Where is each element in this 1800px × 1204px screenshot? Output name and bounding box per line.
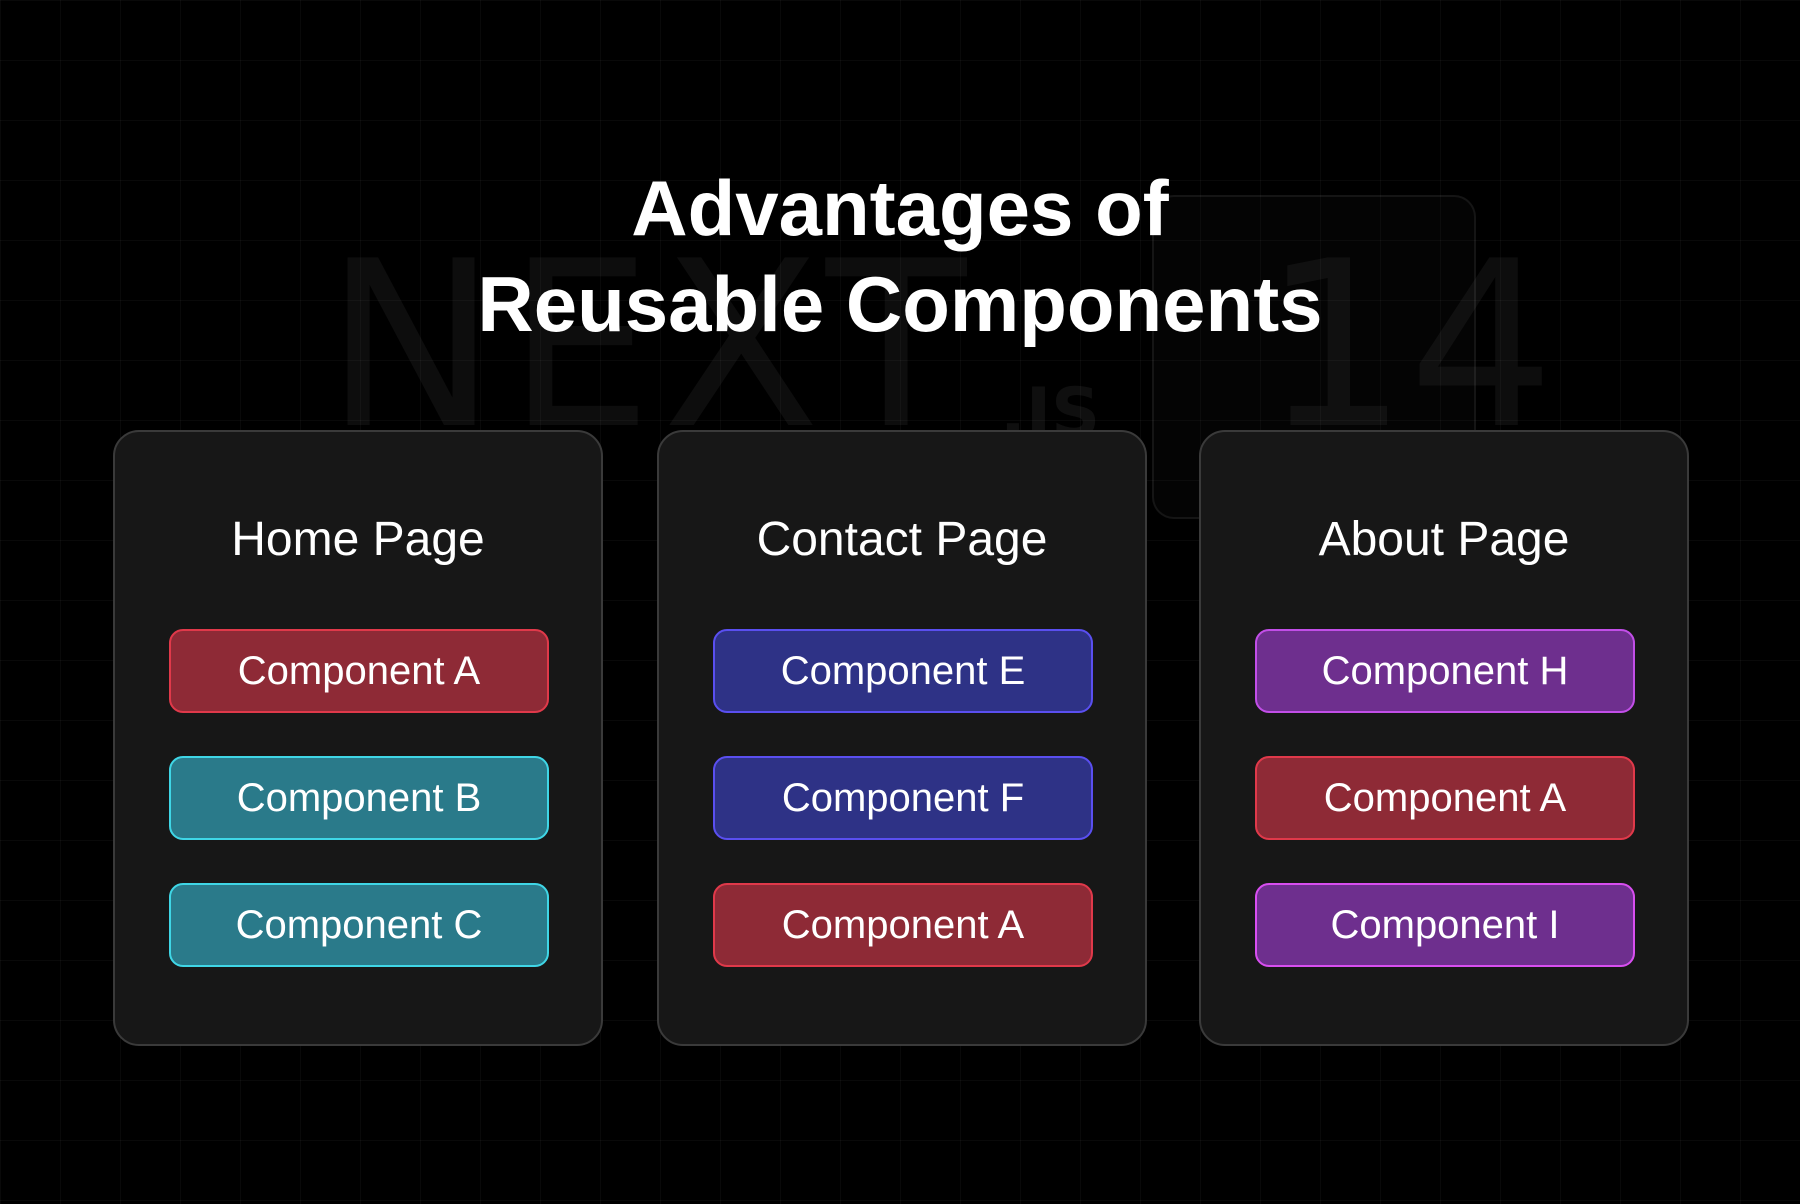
contact-page-card: Contact Page Component E Component F Com… <box>657 430 1147 1046</box>
component-c-block[interactable]: Component C <box>169 883 549 967</box>
component-f-block[interactable]: Component F <box>713 756 1093 840</box>
card-title: Contact Page <box>756 513 1048 566</box>
home-page-card: Home Page Component A Component B Compon… <box>113 430 603 1046</box>
about-page-card: About Page Component H Component A Compo… <box>1199 430 1689 1046</box>
component-b-block[interactable]: Component B <box>169 756 549 840</box>
card-title: Home Page <box>231 513 485 566</box>
component-a-block[interactable]: Component A <box>1255 756 1635 840</box>
title-line-2: Reusable Components <box>477 260 1323 348</box>
title-line-1: Advantages of <box>631 164 1169 252</box>
component-h-block[interactable]: Component H <box>1255 629 1635 713</box>
page-title: Advantages of Reusable Components <box>0 160 1800 352</box>
component-e-block[interactable]: Component E <box>713 629 1093 713</box>
card-title: About Page <box>1318 513 1570 566</box>
component-a-block[interactable]: Component A <box>169 629 549 713</box>
component-a-block[interactable]: Component A <box>713 883 1093 967</box>
component-i-block[interactable]: Component I <box>1255 883 1635 967</box>
